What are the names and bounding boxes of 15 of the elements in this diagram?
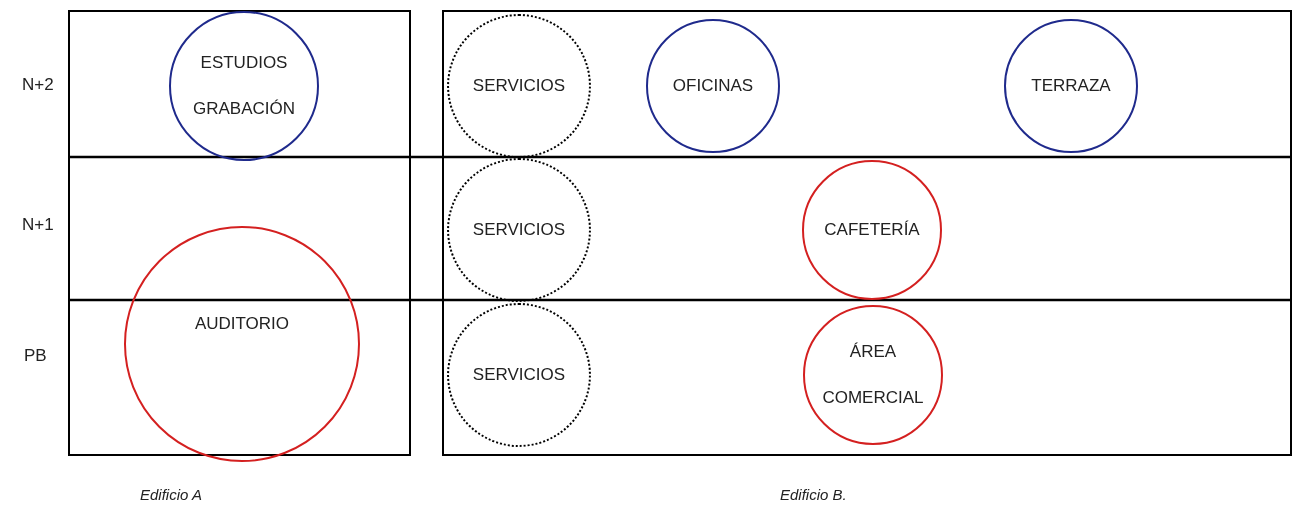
space-label: SERVICIOS [471,75,567,97]
building-outline [442,10,1292,456]
space-label: SERVICIOS [471,364,567,386]
space-label: AUDITORIO [193,313,291,335]
space-label: TERRAZA [1030,75,1112,97]
space-label: ÁREA COMERCIAL [821,341,925,409]
space-label: SERVICIOS [471,219,567,241]
space-label: ESTUDIOS GRABACIÓN [192,52,296,120]
floor-label: N+1 [22,214,54,236]
space-label: CAFETERÍA [823,219,921,241]
building-caption: Edificio A [140,485,202,505]
floor-label: PB [24,345,47,367]
building-caption: Edificio B. [780,485,847,505]
space-label: OFICINAS [671,75,755,97]
floor-label: N+2 [22,74,54,96]
